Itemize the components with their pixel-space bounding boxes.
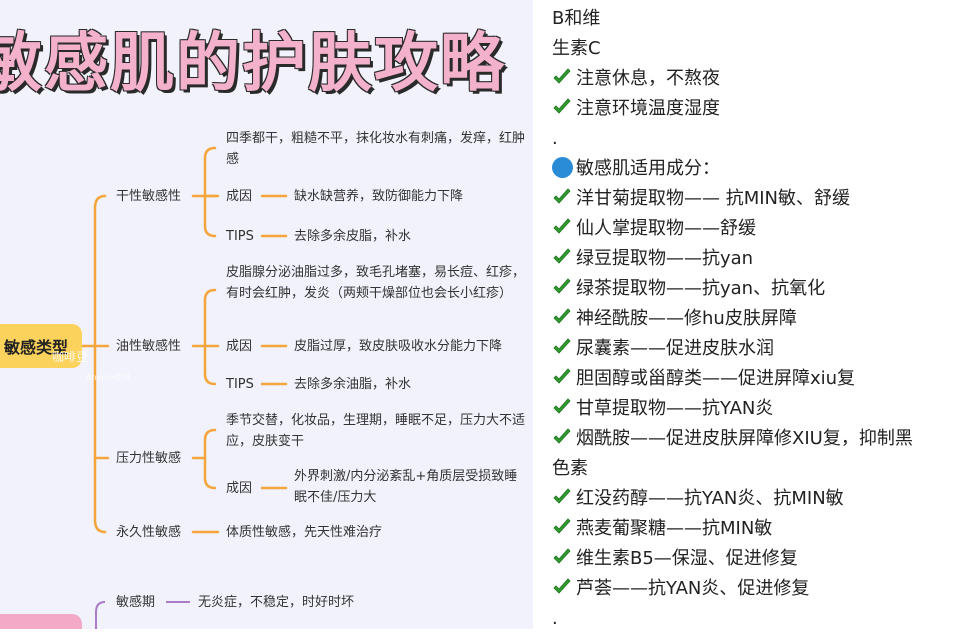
check-mark-icon <box>553 218 571 234</box>
mindmap-title: 敏感肌的护肤攻略 <box>0 27 506 101</box>
type-oily: 油性敏感性 <box>116 339 182 354</box>
check-mark-icon <box>553 428 571 444</box>
watermark-sub: Ahyu小红书 <box>86 373 131 382</box>
type-dry-cause-label: 成因 <box>226 189 253 204</box>
note-line: . <box>552 124 956 154</box>
check-mark-icon <box>553 398 571 414</box>
note-line: 烟酰胺——促进皮肤屏障修XIU复，抑制黑 <box>552 424 956 454</box>
note-line: 燕麦葡聚糖——抗MIN敏 <box>552 514 956 544</box>
note-text: 仙人掌提取物——舒缓 <box>576 218 756 239</box>
mindmap-root-node: 敏感类型 <box>0 324 82 368</box>
note-line: 敏感肌适用成分： <box>552 154 956 184</box>
note-line: 注意环境温度湿度 <box>552 94 956 124</box>
note-text: 色素 <box>552 458 588 479</box>
check-mark-icon <box>553 578 571 594</box>
note-line: 红没药醇——抗YAN炎、抗MIN敏 <box>552 484 956 514</box>
note-text: 神经酰胺——修hu皮肤屏障 <box>576 308 797 329</box>
note-text: 胆固醇或甾醇类——促进屏障xiu复 <box>576 368 856 389</box>
note-text: 敏感肌适用成分： <box>576 158 720 179</box>
check-mark-icon <box>553 68 571 84</box>
type-oily-desc: 皮脂腺分泌油脂过多，致毛孔堵塞，易长痘、红疹，有时会红肿，发炎（两颊干燥部位也会… <box>226 265 526 301</box>
note-line: . <box>552 604 956 634</box>
note-line: 仙人掌提取物——舒缓 <box>552 214 956 244</box>
note-line: 绿茶提取物——抗yan、抗氧化 <box>552 274 956 304</box>
type-oily-tips-label: TIPS <box>226 377 254 392</box>
note-line: 生素C <box>552 34 956 64</box>
watermark: 咖啡豆 <box>52 350 89 364</box>
note-text: 红没药醇——抗YAN炎、抗MIN敏 <box>576 488 844 509</box>
check-mark-icon <box>553 518 571 534</box>
check-mark-icon <box>553 548 571 564</box>
note-text: 甘草提取物——抗YAN炎 <box>576 398 774 419</box>
note-line: 胆固醇或甾醇类——促进屏障xiu复 <box>552 364 956 394</box>
type-dry-tips: 去除多余皮脂，补水 <box>294 229 412 244</box>
note-text: . <box>552 608 558 629</box>
note-text: 注意环境温度湿度 <box>576 98 720 119</box>
mindmap-image: 敏感肌的护肤攻略 <box>0 0 533 629</box>
note-line: 维生素B5—保湿、促进修复 <box>552 544 956 574</box>
period-desc: 无炎症，不稳定，时好时坏 <box>198 595 355 610</box>
check-mark-icon <box>553 248 571 264</box>
type-stress: 压力性敏感 <box>116 451 182 466</box>
check-mark-icon <box>553 188 571 204</box>
note-text: 尿囊素——促进皮肤水润 <box>576 338 774 359</box>
note-line: 尿囊素——促进皮肤水润 <box>552 334 956 364</box>
note-line: 洋甘菊提取物—— 抗MIN敏、舒缓 <box>552 184 956 214</box>
mindmap-connectors <box>80 146 288 629</box>
note-text: 燕麦葡聚糖——抗MIN敏 <box>576 518 773 539</box>
note-text: . <box>552 128 558 149</box>
type-dry-tips-label: TIPS <box>226 229 254 244</box>
note-text: 生素C <box>552 38 601 59</box>
type-stress-cause-label: 成因 <box>226 481 253 496</box>
note-line: 神经酰胺——修hu皮肤屏障 <box>552 304 956 334</box>
check-mark-icon <box>553 308 571 324</box>
type-permanent: 永久性敏感 <box>116 525 182 540</box>
note-text: 注意休息，不熬夜 <box>576 68 720 89</box>
notes-text-column: B和维生素C 注意休息，不熬夜注意环境温度湿度. 敏感肌适用成分： 洋甘菊提取物—— … <box>552 4 956 634</box>
note-text: 绿茶提取物——抗yan、抗氧化 <box>576 278 826 299</box>
note-line: 甘草提取物——抗YAN炎 <box>552 394 956 424</box>
note-line: 注意休息，不熬夜 <box>552 64 956 94</box>
check-mark-icon <box>553 338 571 354</box>
mindmap-root-node-2 <box>0 614 82 629</box>
note-text: 洋甘菊提取物—— 抗MIN敏、舒缓 <box>576 188 851 209</box>
check-mark-icon <box>553 278 571 294</box>
type-dry: 干性敏感性 <box>116 189 182 204</box>
blue-circle-icon <box>552 157 573 178</box>
period-label: 敏感期 <box>116 595 156 610</box>
type-oily-tips: 去除多余油脂，补水 <box>294 377 412 392</box>
type-oily-cause: 皮脂过厚，致皮肤吸收水分能力下降 <box>294 339 503 354</box>
note-line: 芦荟——抗YAN炎、促进修复 <box>552 574 956 604</box>
type-stress-desc: 季节交替，化妆品，生理期，睡眠不足，压力大不适应，皮肤变干 <box>226 413 526 449</box>
note-text: 烟酰胺——促进皮肤屏障修XIU复，抑制黑 <box>576 428 913 449</box>
note-text: B和维 <box>552 8 601 29</box>
check-mark-icon <box>553 488 571 504</box>
type-stress-cause: 外界刺激/内分泌紊乱+角质层受损致睡眠不佳/压力大 <box>294 469 518 505</box>
type-permanent-desc: 体质性敏感，先天性难治疗 <box>226 525 383 540</box>
check-mark-icon <box>553 98 571 114</box>
type-dry-desc: 四季都干，粗糙不平，抹化妆水有刺痛，发痒，红肿感 <box>226 131 526 167</box>
check-mark-icon <box>553 368 571 384</box>
note-text: 维生素B5—保湿、促进修复 <box>576 548 798 569</box>
type-dry-cause: 缺水缺营养，致防御能力下降 <box>294 189 464 204</box>
note-line: 色素 <box>552 454 956 484</box>
note-text: 芦荟——抗YAN炎、促进修复 <box>576 578 810 599</box>
note-line: B和维 <box>552 4 956 34</box>
type-oily-cause-label: 成因 <box>226 339 253 354</box>
note-line: 绿豆提取物——抗yan <box>552 244 956 274</box>
note-text: 绿豆提取物——抗yan <box>576 248 754 269</box>
